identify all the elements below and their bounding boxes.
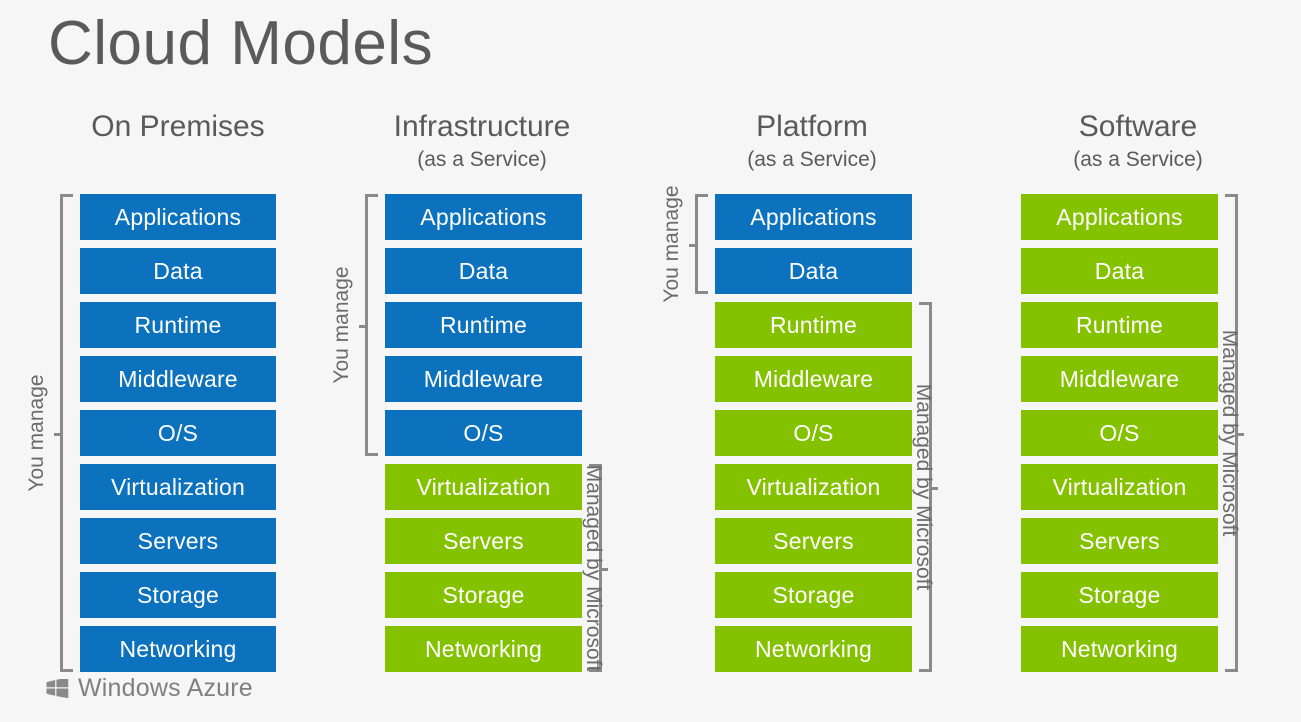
layer-box[interactable]: Middleware	[1021, 356, 1218, 402]
layer-box[interactable]: Data	[715, 248, 912, 294]
bracket-label: Managed by Microsoft	[582, 464, 605, 672]
windows-flag-icon	[46, 679, 69, 698]
layer-box[interactable]: Networking	[80, 626, 276, 672]
azure-wordmark: Windows Azure	[78, 674, 253, 702]
column-title: On Premises	[91, 110, 265, 143]
column-title: Infrastructure	[393, 110, 571, 143]
layer-box[interactable]: Runtime	[385, 302, 582, 348]
scope-bracket	[359, 194, 378, 456]
layer-box[interactable]: Storage	[80, 572, 276, 618]
layer-box[interactable]: Middleware	[385, 356, 582, 402]
bracket-label: You manage	[25, 374, 48, 492]
layer-box[interactable]: Data	[1021, 248, 1218, 294]
layer-box[interactable]: Runtime	[715, 302, 912, 348]
bracket-nub	[1235, 433, 1244, 436]
layer-box[interactable]: Networking	[715, 626, 912, 672]
column-header: On Premises	[28, 112, 328, 173]
bracket-nub	[689, 244, 698, 247]
layer-box[interactable]: Storage	[1021, 572, 1218, 618]
layer-box[interactable]: Servers	[1021, 518, 1218, 564]
layer-box[interactable]: O/S	[1021, 410, 1218, 456]
scope-bracket	[54, 194, 73, 672]
layer-box[interactable]: Data	[385, 248, 582, 294]
bracket-nub	[929, 487, 938, 490]
layer-box[interactable]: Servers	[80, 518, 276, 564]
layer-box[interactable]: O/S	[715, 410, 912, 456]
layer-box[interactable]: Applications	[715, 194, 912, 240]
scope-bracket	[689, 194, 708, 294]
layer-box[interactable]: O/S	[385, 410, 582, 456]
bracket-nub	[599, 568, 608, 571]
column-header: Platform (as a Service)	[662, 112, 962, 173]
layer-box[interactable]: Data	[80, 248, 276, 294]
watermark-label: Office 365	[1137, 681, 1287, 718]
layer-box[interactable]: Storage	[385, 572, 582, 618]
column-header: Infrastructure (as a Service)	[332, 112, 632, 173]
scope-bracket	[919, 302, 938, 672]
bracket-label: Managed by Microsoft	[1218, 329, 1241, 537]
layer-box[interactable]: Virtualization	[1021, 464, 1218, 510]
layer-box[interactable]: Applications	[385, 194, 582, 240]
bracket-nub	[54, 433, 63, 436]
cloud-model-column: Infrastructure (as a Service) Applications…	[330, 112, 632, 692]
windows-azure-logo: Windows Azure	[46, 676, 253, 701]
scope-bracket	[589, 464, 608, 672]
office365-watermark: Office 365	[1096, 683, 1287, 716]
layer-box[interactable]: Runtime	[1021, 302, 1218, 348]
layer-box[interactable]: Applications	[80, 194, 276, 240]
layer-box[interactable]: Runtime	[80, 302, 276, 348]
layer-box[interactable]: Virtualization	[385, 464, 582, 510]
scope-bracket	[1225, 194, 1244, 672]
column-subtitle: (as a Service)	[747, 148, 877, 171]
layer-box[interactable]: Virtualization	[80, 464, 276, 510]
column-title: Software	[1078, 110, 1198, 143]
layer-box[interactable]: Networking	[385, 626, 582, 672]
column-subtitle: (as a Service)	[417, 148, 547, 171]
bracket-label: Managed by Microsoft	[912, 383, 935, 591]
layer-box[interactable]: Middleware	[80, 356, 276, 402]
layer-box[interactable]: Storage	[715, 572, 912, 618]
layer-box[interactable]: Middleware	[715, 356, 912, 402]
bracket-label: You manage	[660, 185, 683, 303]
layer-box[interactable]: Networking	[1021, 626, 1218, 672]
office-squares-icon	[1096, 684, 1130, 715]
layer-box[interactable]: Servers	[715, 518, 912, 564]
column-header: Software (as a Service)	[988, 112, 1288, 173]
layer-box[interactable]: Virtualization	[715, 464, 912, 510]
bracket-nub	[359, 325, 368, 328]
layer-box[interactable]: Servers	[385, 518, 582, 564]
column-subtitle: (as a Service)	[1073, 148, 1203, 171]
layer-box[interactable]: O/S	[80, 410, 276, 456]
page-title: Cloud Models	[48, 9, 434, 78]
column-title: Platform	[756, 110, 868, 143]
bracket-label: You manage	[330, 266, 353, 384]
layer-box[interactable]: Applications	[1021, 194, 1218, 240]
